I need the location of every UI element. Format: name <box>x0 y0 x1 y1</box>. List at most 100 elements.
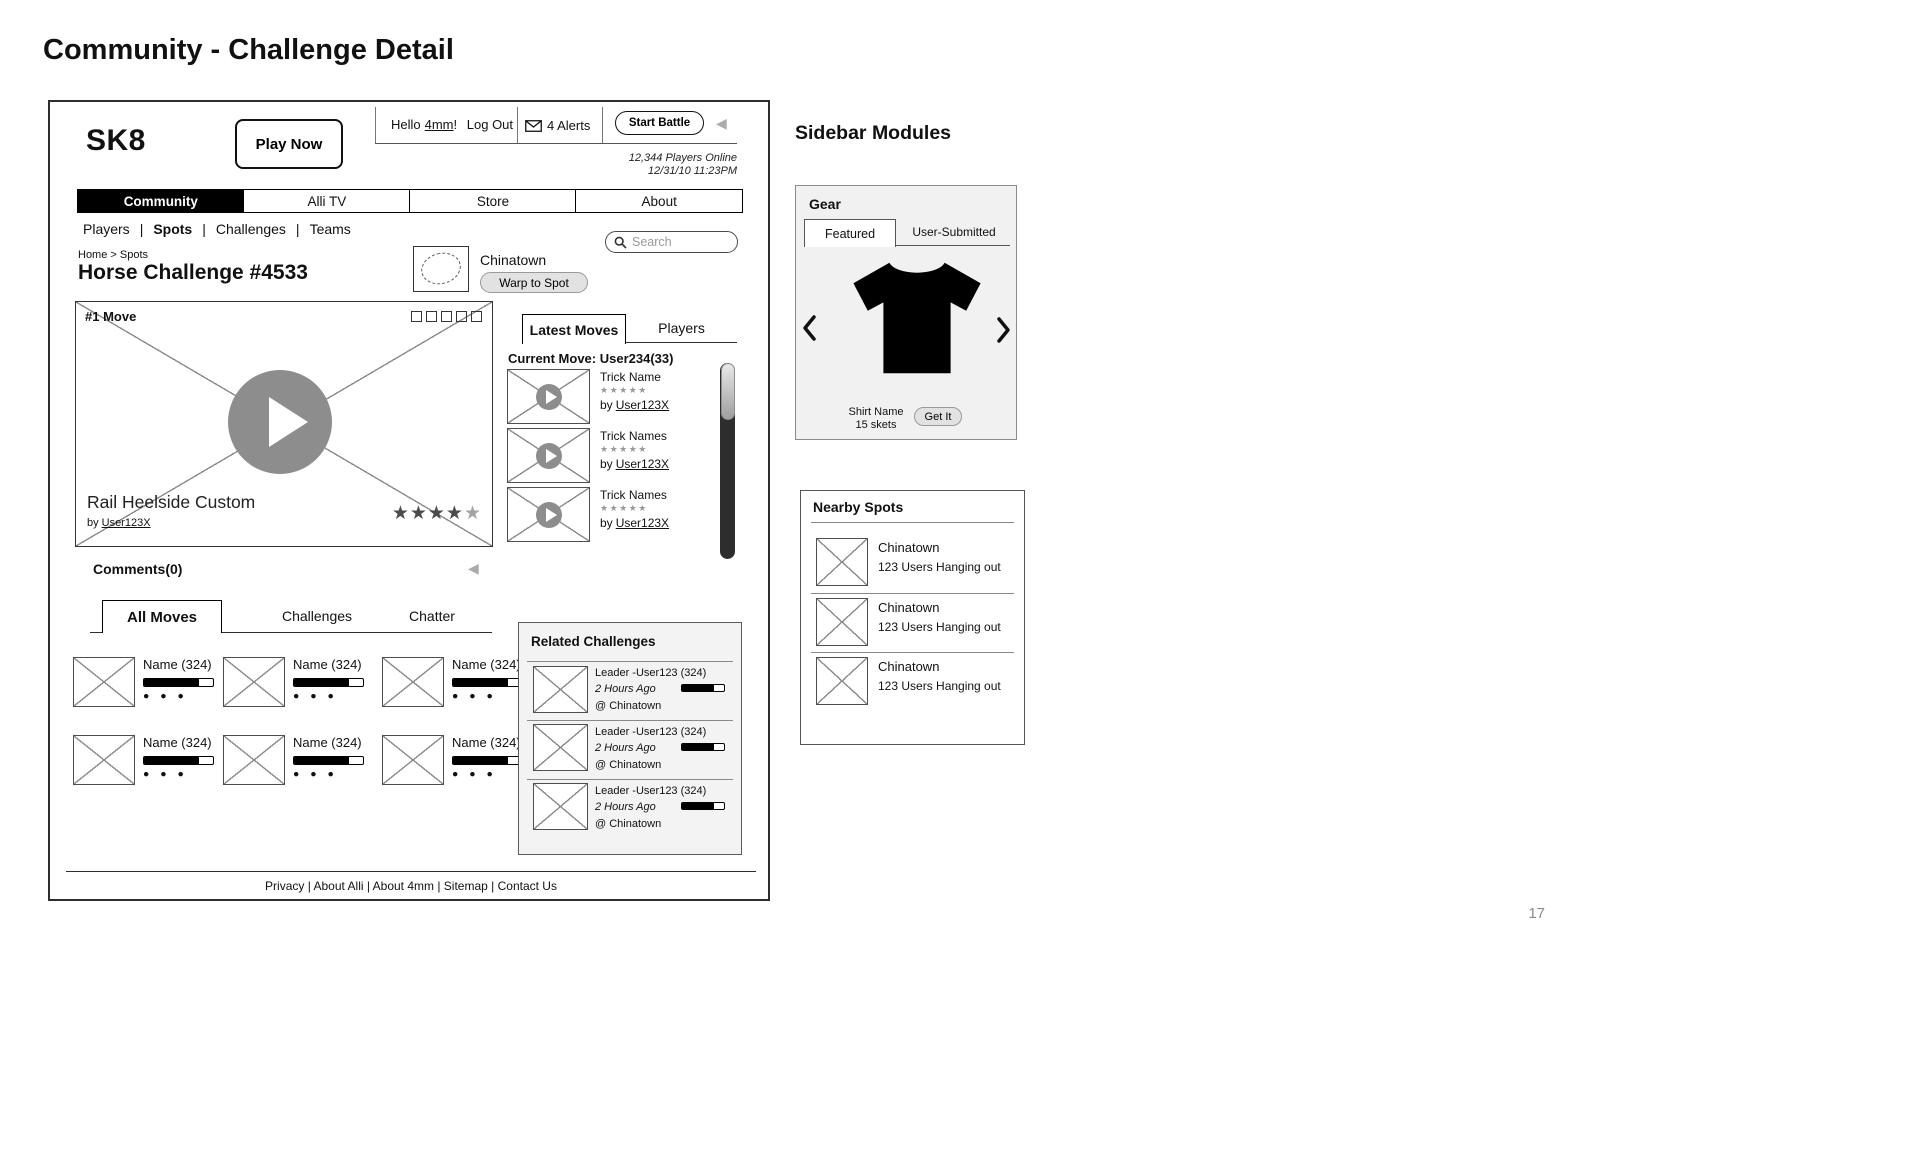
grid-move-thumbnail[interactable] <box>73 657 135 707</box>
progress-bar <box>452 678 523 687</box>
move-author-link[interactable]: User123X <box>615 398 670 412</box>
alerts-link[interactable]: 4 Alerts <box>547 118 591 133</box>
star-icon: ★ <box>463 503 482 524</box>
grid-move-name[interactable]: Name (324) <box>293 735 362 750</box>
grid-move-thumbnail[interactable] <box>223 657 285 707</box>
logo[interactable]: SK8 <box>86 124 146 157</box>
tab-underline <box>804 245 1010 246</box>
move-title[interactable]: Trick Names <box>600 488 667 502</box>
grid-move-thumbnail[interactable] <box>382 735 444 785</box>
related-leader[interactable]: Leader -User123 (324) <box>595 726 707 738</box>
chevron-left-icon[interactable] <box>801 314 817 347</box>
play-button[interactable] <box>228 370 332 474</box>
tab-challenges[interactable]: Challenges <box>281 608 353 624</box>
start-battle-button[interactable]: Start Battle <box>615 111 704 135</box>
related-leader[interactable]: Leader -User123 (324) <box>595 785 707 797</box>
tab-all-moves[interactable]: All Moves <box>102 600 222 633</box>
related-challenge-thumbnail[interactable] <box>533 666 588 713</box>
related-leader[interactable]: Leader -User123 (324) <box>595 667 707 679</box>
nav-tab-about[interactable]: About <box>575 189 743 213</box>
spot-map-thumbnail[interactable] <box>413 246 469 292</box>
play-now-button[interactable]: Play Now <box>235 119 343 169</box>
map-scribble-icon <box>417 248 465 289</box>
nav-tab-alli-tv[interactable]: Alli TV <box>243 189 411 213</box>
grid-move-name[interactable]: Name (324) <box>143 735 212 750</box>
video-author-link[interactable]: User123X <box>101 517 151 529</box>
tab-latest-moves[interactable]: Latest Moves <box>522 314 626 344</box>
spot-name[interactable]: Chinatown <box>878 600 940 615</box>
search-box <box>605 231 738 253</box>
move-author-link[interactable]: User123X <box>615 457 670 471</box>
video-rating: ★★★★★ <box>392 502 482 525</box>
page-indicator[interactable] <box>471 311 482 322</box>
spot-thumbnail[interactable] <box>816 657 868 705</box>
video-page-indicators <box>411 311 482 322</box>
warp-to-spot-button[interactable]: Warp to Spot <box>480 272 588 293</box>
chevron-right-icon[interactable] <box>996 316 1012 349</box>
comments-label[interactable]: Comments(0) <box>93 561 183 577</box>
tab-chatter[interactable]: Chatter <box>409 608 455 624</box>
spot-name[interactable]: Chinatown <box>878 540 940 555</box>
breadcrumb[interactable]: Home > Spots <box>78 249 149 261</box>
nearby-spots-module: Nearby Spots Chinatown 123 Users Hanging… <box>800 490 1025 745</box>
collapse-comments-icon[interactable]: ◀ <box>468 560 479 576</box>
footer-links[interactable]: Privacy | About Alli | About 4mm | Sitem… <box>265 879 557 893</box>
grid-move-thumbnail[interactable] <box>73 735 135 785</box>
collapse-header-icon[interactable]: ◀ <box>716 115 727 131</box>
search-input[interactable] <box>632 235 729 249</box>
logout-link[interactable]: Log Out <box>466 117 514 132</box>
nav-tab-store[interactable]: Store <box>409 189 577 213</box>
subnav-separator: | <box>295 221 300 237</box>
grid-move-name[interactable]: Name (324) <box>293 657 362 672</box>
move-title[interactable]: Trick Names <box>600 429 667 443</box>
tshirt-image[interactable] <box>845 254 989 387</box>
spot-thumbnail[interactable] <box>816 598 868 646</box>
scrollbar-thumb[interactable] <box>720 363 735 420</box>
main-nav: Community Alli TV Store About <box>77 189 743 213</box>
play-button[interactable] <box>536 443 562 469</box>
related-location: @ Chinatown <box>595 759 662 771</box>
page-indicator[interactable] <box>456 311 467 322</box>
move-title[interactable]: Trick Name <box>600 370 661 384</box>
datetime: 12/31/10 11:23PM <box>647 165 737 177</box>
subnav-item-teams[interactable]: Teams <box>309 221 351 237</box>
progress-bar <box>681 743 725 751</box>
tab-featured[interactable]: Featured <box>804 219 896 247</box>
username-link[interactable]: 4mm <box>424 117 454 132</box>
greeting-prefix: Hello <box>391 117 421 132</box>
spot-name[interactable]: Chinatown <box>878 659 940 674</box>
divider <box>811 593 1014 594</box>
grid-move-thumbnail[interactable] <box>223 735 285 785</box>
move-author-link[interactable]: User123X <box>615 516 670 530</box>
scrollbar-track[interactable] <box>720 363 735 559</box>
grid-move-name[interactable]: Name (324) <box>452 657 521 672</box>
subnav-item-spots[interactable]: Spots <box>153 221 193 237</box>
page-indicator[interactable] <box>426 311 437 322</box>
tab-players[interactable]: Players <box>658 320 705 336</box>
spot-name: Chinatown <box>480 252 547 268</box>
divider <box>811 652 1014 653</box>
dots-indicator: ● ● ● <box>143 690 188 702</box>
challenge-title: Horse Challenge #4533 <box>78 261 308 284</box>
page-indicator[interactable] <box>441 311 452 322</box>
page-indicator[interactable] <box>411 311 422 322</box>
related-challenge-thumbnail[interactable] <box>533 783 588 830</box>
grid-move-thumbnail[interactable] <box>382 657 444 707</box>
play-button[interactable] <box>536 384 562 410</box>
spot-thumbnail[interactable] <box>816 538 868 586</box>
grid-move-name[interactable]: Name (324) <box>143 657 212 672</box>
related-challenge-thumbnail[interactable] <box>533 724 588 771</box>
tab-user-submitted[interactable]: User-Submitted <box>912 225 996 239</box>
dots-indicator: ● ● ● <box>293 768 338 780</box>
play-button[interactable] <box>536 502 562 528</box>
search-icon <box>614 236 627 249</box>
tab-underline <box>90 632 492 633</box>
grid-move-name[interactable]: Name (324) <box>452 735 521 750</box>
get-it-button[interactable]: Get It <box>914 407 962 426</box>
nav-tab-community[interactable]: Community <box>77 189 245 213</box>
subnav-item-challenges[interactable]: Challenges <box>215 221 286 237</box>
gear-module: Gear Featured User-Submitted Shirt Name … <box>795 185 1017 440</box>
related-time: 2 Hours Ago <box>595 801 656 813</box>
subnav-item-players[interactable]: Players <box>83 221 130 237</box>
